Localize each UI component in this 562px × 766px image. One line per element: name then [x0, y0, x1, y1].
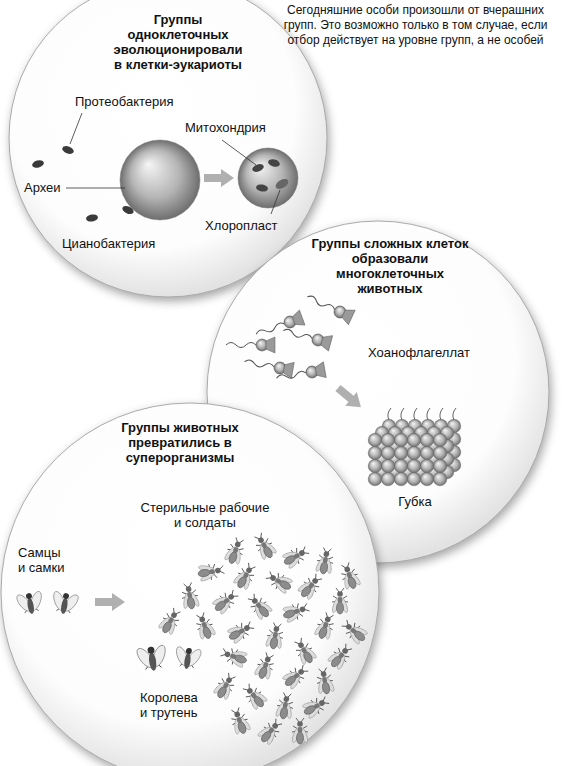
illustration-use — [255, 715, 286, 747]
illustration-use — [231, 560, 260, 592]
illustration-use — [314, 667, 336, 696]
label: Археи — [24, 180, 61, 195]
illustration-use — [312, 611, 338, 642]
illustration-use — [368, 433, 447, 447]
illustration-ellipse — [61, 145, 75, 156]
illustration-path — [388, 408, 391, 420]
illustration-use — [197, 561, 226, 583]
illustration-use — [281, 599, 312, 625]
illustration-use — [239, 680, 270, 712]
illustration-path — [401, 408, 404, 420]
illustration-path — [414, 408, 417, 420]
illustration-use — [264, 622, 286, 651]
illustration-use — [210, 586, 242, 617]
illustration-g — [388, 408, 456, 420]
illustration-use — [219, 644, 250, 670]
label: Хоанофлагеллат — [368, 345, 470, 360]
illustration-use — [133, 642, 171, 673]
label: Губка — [398, 494, 431, 509]
illustration-path — [427, 408, 430, 420]
illustration-use — [211, 670, 240, 702]
illustration-use — [281, 323, 332, 351]
label: Стерильные рабочие и солдаты — [140, 500, 270, 530]
illustration-ellipse — [255, 184, 268, 193]
illustration-use — [332, 381, 367, 414]
illustration-use — [48, 589, 81, 617]
illustration-line — [222, 140, 256, 165]
illustration-use — [295, 570, 326, 602]
illustration-ellipse — [31, 159, 44, 169]
illustration-use — [280, 661, 312, 692]
illustration-use — [172, 644, 205, 671]
illustration-use — [368, 472, 447, 486]
heading: Группы сложных клеток образовали многокл… — [310, 236, 470, 296]
illustration-path — [453, 408, 456, 420]
illustration-use — [192, 611, 218, 642]
illustration-use — [325, 640, 356, 672]
illustration-use — [95, 593, 125, 611]
illustration-use — [263, 567, 295, 596]
heading: Группы животных превратились в суперорга… — [110, 420, 250, 465]
label: Хлоропласт — [205, 218, 277, 233]
illustration-path — [440, 408, 443, 420]
label: Самцы и самки — [18, 545, 68, 575]
illustration-use — [156, 605, 185, 637]
illustration-use — [226, 337, 275, 353]
illustration-use — [290, 635, 319, 667]
heading: Группы одноклеточных эволюционировали в … — [108, 12, 248, 72]
circle-panel: Группы животных превратились в суперорга… — [0, 402, 380, 766]
illustration-use — [304, 290, 355, 325]
illustration-ellipse — [267, 158, 280, 168]
illustration-line — [271, 190, 280, 214]
illustration-use — [300, 692, 332, 721]
illustration-g — [66, 113, 280, 214]
illustration-use — [331, 588, 349, 614]
illustration-use — [275, 362, 326, 386]
illustration-use — [314, 547, 336, 576]
illustration-line — [70, 113, 82, 144]
illustration-ellipse — [274, 177, 290, 191]
illustration-use — [291, 718, 309, 744]
illustration-use — [243, 354, 294, 378]
illustration-circle — [238, 148, 298, 208]
illustration-use — [222, 536, 248, 567]
illustration-use — [338, 616, 370, 647]
illustration-use — [250, 530, 279, 562]
label: Цианобактерия — [62, 236, 155, 251]
illustration-use — [368, 459, 447, 473]
caption-note: Сегодняшние особи произошли от вчерашних… — [273, 3, 558, 48]
illustration-use — [244, 590, 275, 622]
illustration-ellipse — [85, 214, 98, 223]
illustration-use — [368, 446, 447, 460]
illustration-use — [227, 706, 253, 737]
illustration-use — [204, 169, 234, 187]
illustration-line — [66, 188, 125, 189]
illustration-use — [280, 542, 312, 571]
illustration-use — [13, 589, 46, 617]
label: Королева и трутень — [140, 690, 206, 720]
illustration-use — [225, 617, 257, 646]
illustration-use — [337, 561, 363, 592]
illustration-use — [252, 651, 278, 682]
label: Митохондрия — [185, 120, 266, 135]
illustration-use — [274, 692, 296, 721]
illustration-g — [31, 113, 298, 222]
illustration-use — [179, 582, 201, 611]
illustration-ellipse — [251, 163, 265, 174]
illustration-circle — [1, 403, 379, 766]
illustration-circle — [120, 140, 200, 220]
label: Протеобактерия — [75, 94, 174, 109]
